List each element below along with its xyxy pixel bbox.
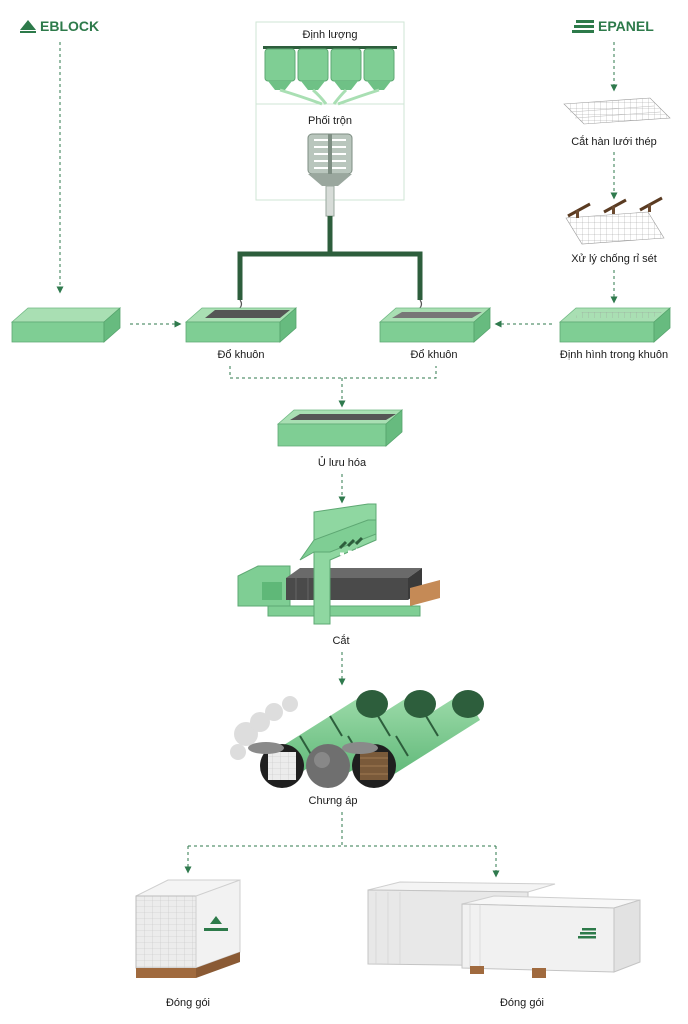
rust-treated-mesh-icon [565, 196, 665, 245]
flow-arrows [56, 42, 618, 878]
eblock-package-logo-icon [204, 916, 228, 931]
stage-curing-label: Ủ lưu hóa [318, 456, 367, 469]
pour-mold-right [378, 307, 492, 343]
eblock-package [135, 879, 241, 978]
stage-mesh-weld-label: Cắt hàn lưới thép [571, 135, 657, 148]
pour-mold-left [184, 307, 298, 343]
stage-pack-left-label: Đóng gói [166, 997, 210, 1009]
stage-pack-right-label: Đóng gói [500, 997, 544, 1009]
curing-mold [276, 409, 404, 447]
empty-mold-eblock [10, 307, 122, 343]
eblock-logo: EBLOCK [20, 18, 99, 34]
silo-group [263, 46, 397, 106]
autoclave-tubes [230, 690, 484, 788]
steel-mesh-icon [563, 97, 671, 125]
steam-cloud-icon [230, 696, 298, 760]
slurry-pipe [237, 185, 423, 317]
cutting-machine [237, 503, 440, 625]
stage-pour-left-label: Đổ khuôn [217, 349, 264, 361]
mixer-icon [307, 133, 353, 186]
eblock-brand-text: EBLOCK [40, 18, 99, 34]
merge-line-pour [229, 366, 437, 379]
stage-shape-in-mold-label: Định hình trong khuôn [560, 349, 668, 361]
dosing-mixing-unit: Định lượng Phối trộn [255, 21, 405, 201]
stage-autoclave-label: Chưng áp [309, 795, 358, 807]
mesh-mold-epanel [558, 307, 672, 343]
epanel-package [367, 881, 641, 978]
stage-cutting-label: Cắt [332, 634, 349, 647]
stage-rust-treat-label: Xử lý chống rỉ sét [571, 253, 657, 265]
stage-mixing-label: Phối trộn [308, 115, 352, 127]
epanel-brand-text: EPANEL [598, 18, 654, 34]
epanel-package-logo-icon [578, 928, 596, 939]
epanel-logo: EPANEL [572, 18, 654, 34]
stage-pour-right-label: Đổ khuôn [410, 349, 457, 361]
stage-dosing-label: Định lượng [303, 29, 358, 41]
